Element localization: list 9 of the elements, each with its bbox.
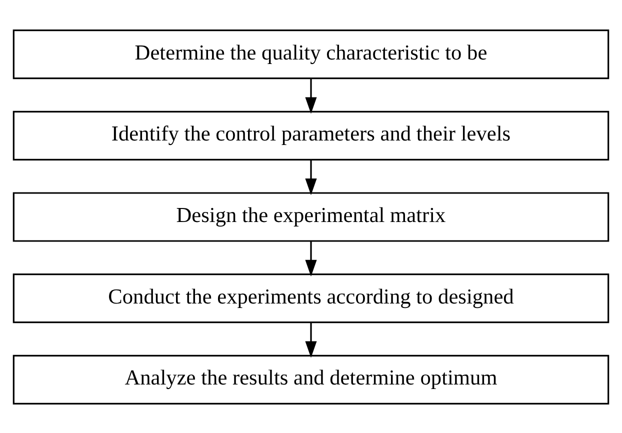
arrow: [305, 240, 317, 276]
node-box: Design the experimental matrix: [12, 192, 610, 242]
node-box: Determine the quality characteristic to be: [12, 29, 610, 79]
node-box: Analyze the results and determine optimum: [12, 354, 610, 404]
arrow: [305, 322, 317, 358]
node-box: Conduct the experiments according to designed: [12, 273, 610, 323]
node-box: Identify the control parameters and their levels: [12, 110, 610, 160]
arrow: [305, 78, 317, 114]
arrow: [305, 159, 317, 195]
